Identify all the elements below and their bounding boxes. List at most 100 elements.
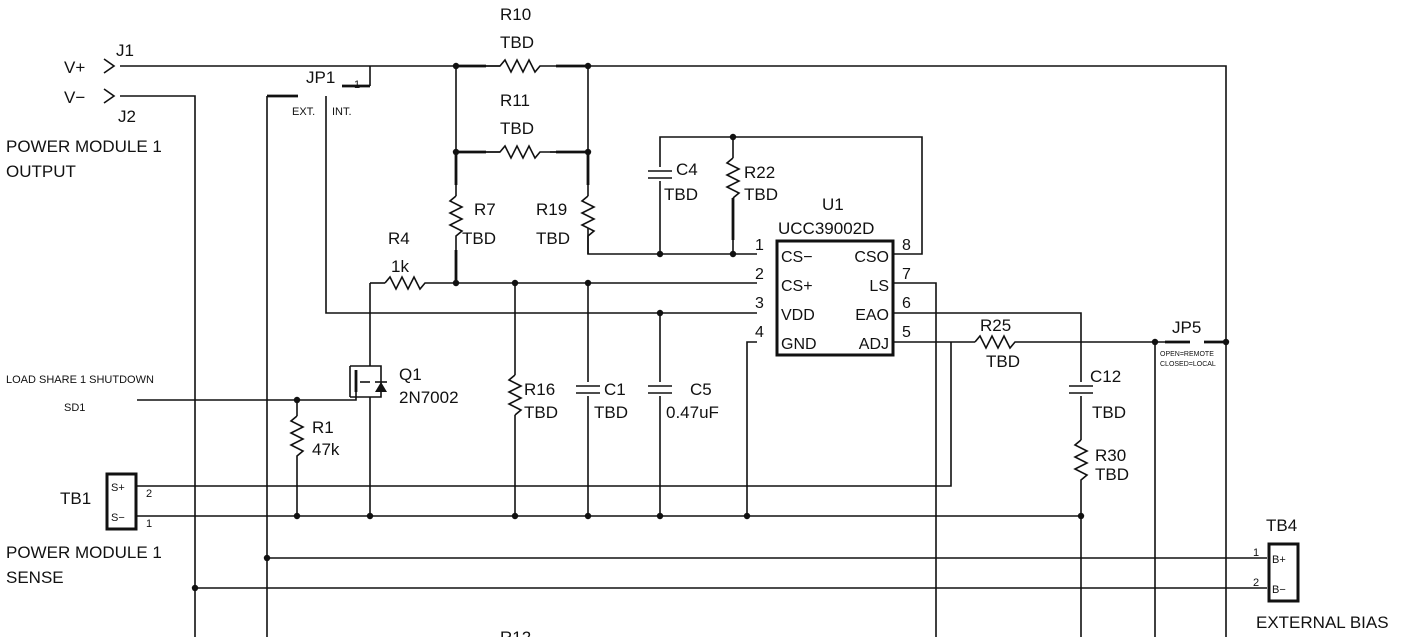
resistor-r19: R19 TBD [536,152,596,254]
r10-value: TBD [500,33,534,52]
tb1-pin1-name: S+ [111,482,125,494]
jp5-ref: JP5 [1172,318,1201,337]
r10-ref: R10 [500,5,531,24]
mosfet-q1: Q1 2N7002 [349,365,459,407]
jp1-ext-label: EXT. [292,106,315,118]
r11-value: TBD [500,119,534,138]
c5-ref: C5 [690,380,712,399]
jp1-ref: JP1 [306,68,335,87]
r1-value: 47k [312,440,340,459]
resistor-r30: R30 TBD [1073,439,1129,490]
sense-label-line2: SENSE [6,568,64,587]
capacitor-c1: C1 TBD [576,380,628,422]
tb4-pin1-num: 1 [1253,547,1259,559]
u1-pin3-name: VDD [781,307,815,324]
resistor-r22: R22 TBD [725,157,778,240]
r7-value: TBD [462,229,496,248]
u1-pin3-num: 3 [755,295,764,312]
terminal-block-tb4: B+ B− 1 2 TB4 EXTERNAL BIAS [1253,516,1389,632]
u1-pin1-name: CS− [781,249,813,266]
r22-ref: R22 [744,163,775,182]
output-label-line2: OUTPUT [6,162,76,181]
wires [120,65,1267,637]
connector-arrow-icon [103,58,116,74]
c1-ref: C1 [604,380,626,399]
tb1-pin2-num: 1 [146,518,152,530]
jp1-pin: 1 [354,79,360,91]
r19-value: TBD [536,229,570,248]
r7-ref: R7 [474,200,496,219]
connector-j1: V+ J1 [64,41,134,77]
tb1-ref: TB1 [60,489,91,508]
c4-ref: C4 [676,160,698,179]
r19-ref: R19 [536,200,567,219]
capacitor-c4: C4 TBD [648,160,698,204]
jp5-note2: CLOSED=LOCAL [1160,361,1216,368]
r11-ref: R11 [500,91,530,110]
r16-ref: R16 [524,380,555,399]
r4-ref: R4 [388,229,410,248]
u1-pin8-name: CSO [854,249,889,266]
u1-ref: U1 [822,195,844,214]
tb4-pin1-name: B+ [1272,554,1286,566]
r4-value: 1k [391,257,409,276]
junction-dots [191,62,1230,592]
tb1-pin2-name: S− [111,512,125,524]
resistor-r25: R25 TBD [974,316,1025,371]
resistor-r7: R7 TBD [448,152,496,283]
vminus-label: V− [64,88,85,107]
sense-label-line1: POWER MODULE 1 [6,543,162,562]
u1-pin5-num: 5 [902,324,911,341]
resistor-r1: R1 47k [289,415,340,459]
r25-value: TBD [986,352,1020,371]
u1-pin8-num: 8 [902,237,911,254]
r12-ref: R12 [500,628,531,637]
shutdown-label: LOAD SHARE 1 SHUTDOWN [6,374,154,386]
jumper-jp5: JP5 OPEN=REMOTE CLOSED=LOCAL [1160,318,1226,368]
j1-label: J1 [116,41,134,60]
resistor-r4: R4 1k [384,229,433,291]
capacitor-c12: C12 TBD [1069,367,1126,422]
u1-pin5-name: ADJ [859,336,889,353]
r30-ref: R30 [1095,446,1126,465]
jp5-note1: OPEN=REMOTE [1160,351,1214,358]
tb4-ref: TB4 [1266,516,1297,535]
connector-arrow-icon [103,88,116,104]
c12-value: TBD [1092,403,1126,422]
tb4-pin2-num: 2 [1253,577,1259,589]
sd1-net-label: SD1 [64,402,85,414]
u1-pin4-name: GND [781,336,817,353]
u1-pin2-name: CS+ [781,278,813,295]
u1-pin1-num: 1 [755,237,764,254]
u1-pin7-num: 7 [902,266,911,283]
u1-pin4-num: 4 [755,324,764,341]
vplus-label: V+ [64,58,85,77]
terminal-block-tb1: S+ S− 2 1 TB1 [60,472,160,531]
r25-ref: R25 [980,316,1011,335]
resistor-r10: R10 TBD [456,5,588,74]
ic-u1: U1 UCC39002D 1 CS− 2 CS+ 3 VDD 4 GND 8 C… [755,195,911,357]
resistor-r16: R16 TBD [507,374,558,422]
c12-ref: C12 [1090,367,1121,386]
u1-pin6-num: 6 [902,295,911,312]
c5-value: 0.47uF [666,403,719,422]
capacitor-c5: C5 0.47uF [648,380,719,422]
r1-ref: R1 [312,418,334,437]
c1-value: TBD [594,403,628,422]
u1-pin6-name: EAO [855,307,889,324]
q1-part: 2N7002 [399,388,459,407]
r30-value: TBD [1095,465,1129,484]
r16-value: TBD [524,403,558,422]
tb4-pin2-name: B− [1272,584,1286,596]
c4-value: TBD [664,185,698,204]
u1-pin7-name: LS [869,278,889,295]
jp1-int-label: INT. [332,106,352,118]
resistor-r11: R11 TBD [456,91,588,160]
u1-pin2-num: 2 [755,266,764,283]
j2-label: J2 [118,107,136,126]
u1-part: UCC39002D [778,219,874,238]
tb4-label: EXTERNAL BIAS [1256,613,1389,632]
output-label-line1: POWER MODULE 1 [6,137,162,156]
r22-value: TBD [744,185,778,204]
